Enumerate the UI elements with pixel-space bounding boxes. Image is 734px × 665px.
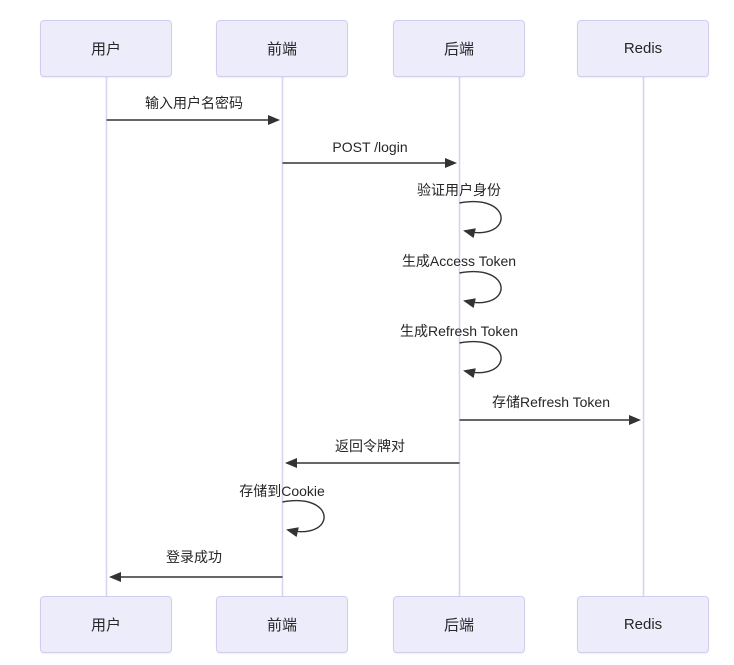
actor-box-backend-bottom: 后端 — [393, 596, 525, 653]
message-post-login: POST /login — [332, 139, 408, 155]
message-store-cookie: 存储到Cookie — [239, 483, 325, 499]
message-return-token-pair: 返回令牌对 — [335, 438, 405, 454]
message-enter-credentials: 输入用户名密码 — [145, 95, 243, 111]
message-generate-access-token: 生成Access Token — [401, 253, 517, 269]
actor-box-user-top: 用户 — [40, 20, 172, 77]
actor-box-frontend-bottom: 前端 — [216, 596, 348, 653]
actor-box-backend-top: 后端 — [393, 20, 525, 77]
message-store-refresh-token: 存储Refresh Token — [491, 394, 611, 410]
message-verify-identity: 验证用户身份 — [417, 182, 501, 198]
self-loop-generate-access-token — [459, 270, 502, 309]
actor-box-user-bottom: 用户 — [40, 596, 172, 653]
actor-box-redis-top: Redis — [577, 20, 709, 77]
self-loop-verify-identity — [459, 200, 502, 239]
message-generate-refresh-token: 生成Refresh Token — [399, 323, 519, 339]
self-loop-store-cookie — [282, 499, 325, 538]
message-login-success: 登录成功 — [166, 549, 222, 565]
actor-box-frontend-top: 前端 — [216, 20, 348, 77]
actor-box-redis-bottom: Redis — [577, 596, 709, 653]
self-loop-generate-refresh-token — [459, 340, 502, 379]
